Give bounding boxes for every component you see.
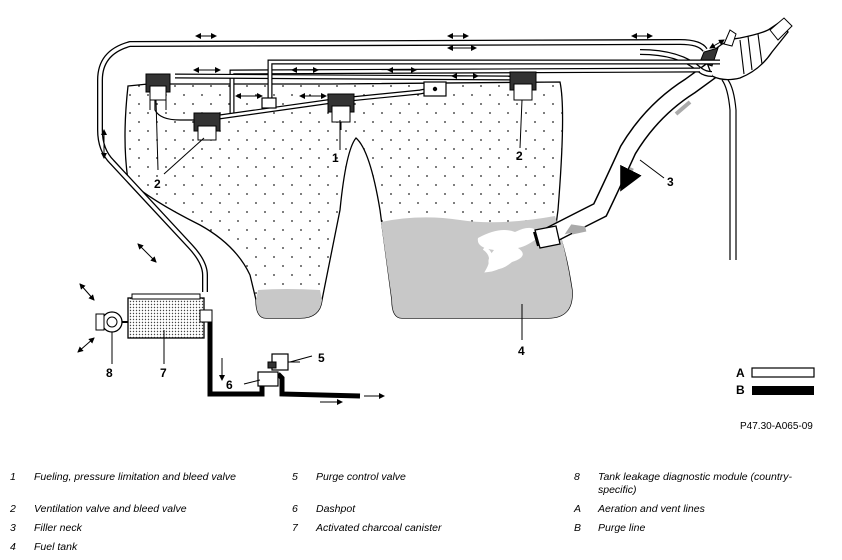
callout-8: 8	[106, 366, 113, 380]
legend-label: Purge line	[598, 522, 646, 534]
legend-label: Purge control valve	[316, 471, 406, 483]
legend-label: Activated charcoal canister	[316, 522, 442, 534]
callout-5: 5	[318, 351, 325, 365]
legend-label: Dashpot	[316, 503, 356, 515]
legend-key: 6	[292, 503, 298, 515]
vent-lines	[97, 38, 720, 292]
legend-label: Ventilation valve and bleed valve	[34, 503, 187, 515]
legend-label: Tank leakage diagnostic module (country-…	[598, 471, 792, 496]
legend-key: 1	[10, 471, 16, 483]
charcoal-canister	[127, 293, 213, 339]
legend-label: Filler neck	[34, 522, 82, 534]
line-type-legend: A B	[736, 366, 815, 397]
tank-leakage-module	[95, 311, 128, 333]
legend-label: Aeration and vent lines	[598, 503, 705, 515]
callout-2-left: 2	[154, 177, 161, 191]
callout-3: 3	[667, 175, 674, 189]
valve-2-left	[145, 73, 171, 110]
legend-label: Fuel tank	[34, 541, 78, 553]
valve-1	[327, 93, 355, 130]
figure-id: P47.30-A065-09	[740, 421, 813, 432]
fuel-tank	[124, 81, 573, 319]
flow-arrows	[77, 33, 725, 405]
callout-6: 6	[226, 378, 233, 392]
legend-label: Fueling, pressure limitation and bleed v…	[34, 471, 236, 483]
purge-control-valve	[267, 353, 300, 371]
leader-lines	[111, 99, 665, 385]
legend-key: 8	[574, 471, 580, 483]
fuel-system-diagram: 1 2 2 2 3 4 5 6 7 8 A B	[77, 17, 815, 405]
legend-key: B	[574, 522, 582, 534]
line-legend-b-swatch	[752, 386, 814, 395]
legend-key: 7	[292, 522, 298, 534]
callout-4: 4	[518, 344, 525, 358]
valve-2-middle	[193, 112, 221, 141]
dashpot	[257, 371, 279, 387]
legend-key: 3	[10, 522, 16, 534]
line-legend-b-key: B	[736, 383, 745, 397]
legend-key: 4	[10, 541, 16, 553]
legend-key: 5	[292, 471, 298, 483]
legend-key: 2	[10, 503, 16, 515]
valve-2-right	[509, 71, 537, 101]
callout-1: 1	[332, 151, 339, 165]
purge-line	[207, 322, 361, 399]
callout-7: 7	[160, 366, 167, 380]
body-contour-line	[727, 79, 737, 260]
line-legend-a-swatch	[751, 367, 815, 378]
callout-2-right: 2	[516, 149, 523, 163]
legend-key: A	[574, 503, 582, 515]
line-legend-a-key: A	[736, 366, 745, 380]
